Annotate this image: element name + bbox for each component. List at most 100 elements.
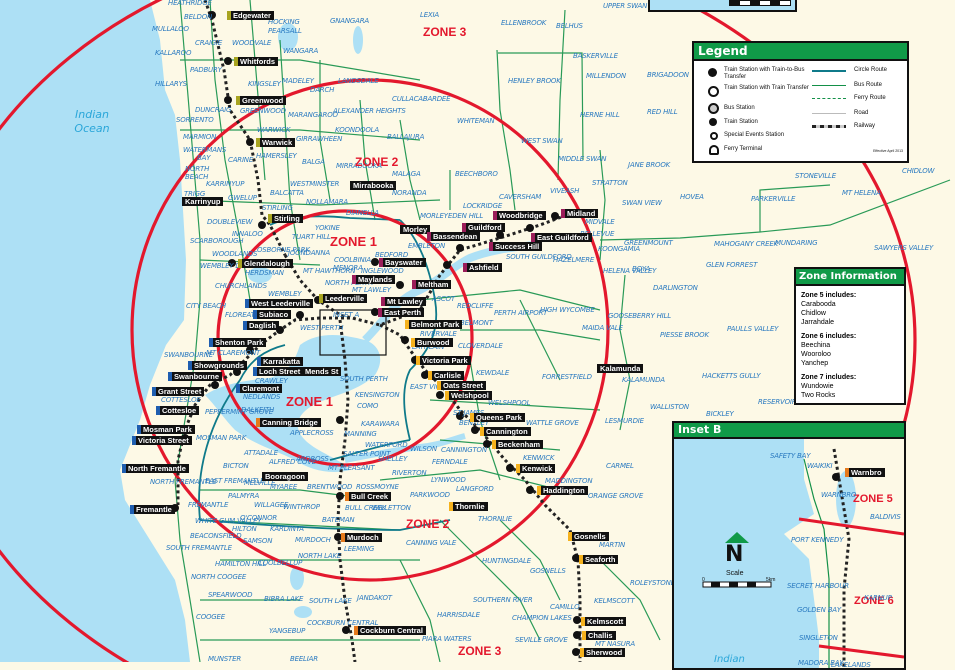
suburb-label: MADDINGTON	[545, 477, 593, 485]
station-label-queens-park[interactable]: Queens Park	[470, 413, 525, 422]
station-label-seaforth[interactable]: Seaforth	[579, 555, 619, 564]
suburb-label: PIESSE BROOK	[660, 331, 709, 339]
station-label-kelmscott[interactable]: Kelmscott	[581, 617, 627, 626]
suburb-label: WARNBRO	[821, 491, 857, 499]
suburb-label: WAIKIKI	[807, 462, 833, 470]
station-label-kenwick[interactable]: Kenwick	[516, 464, 556, 473]
station-warnbro[interactable]: Warnbro	[845, 468, 885, 477]
suburb-label: MIRRABOOKA	[336, 162, 382, 170]
suburb-label: ALEXANDER HEIGHTS	[333, 107, 406, 115]
suburb-label: WEMBLEY	[268, 290, 302, 298]
station-label-burwood[interactable]: Burwood	[411, 338, 453, 347]
station-label-booragoon[interactable]: Booragoon	[262, 472, 308, 481]
suburb-label: BATEMAN	[322, 516, 355, 524]
station-label-cockburn-central[interactable]: Cockburn Central	[354, 626, 426, 635]
station-label-whitfords[interactable]: Whitfords	[234, 57, 278, 66]
station-label-sherwood[interactable]: Sherwood	[580, 648, 626, 657]
station-label-woodbridge[interactable]: Woodbridge	[493, 211, 546, 220]
station-label-victoria-park[interactable]: Victoria Park	[416, 356, 471, 365]
station-label-east-guildford[interactable]: East Guildford	[531, 233, 592, 242]
station-label-canning-bridge[interactable]: Canning Bridge	[256, 418, 321, 427]
station-label-north-fremantle[interactable]: North Fremantle	[122, 464, 189, 473]
station-label-stirling[interactable]: Stirling	[268, 214, 303, 223]
station-label-gosnells[interactable]: Gosnells	[568, 532, 609, 541]
station-label-cottesloe[interactable]: Cottesloe	[156, 406, 200, 415]
suburb-label: PEPPERMINT GROVE	[205, 408, 274, 416]
station-label-meltham[interactable]: Meltham	[412, 280, 452, 289]
suburb-label: BALLAJURA	[387, 133, 425, 141]
station-label-morley[interactable]: Morley	[400, 225, 431, 234]
station-label-mirrabooka[interactable]: Mirrabooka	[350, 181, 397, 190]
station-label-thornlie[interactable]: Thornlie	[449, 502, 488, 511]
station-label-shenton-park[interactable]: Shenton Park	[209, 338, 267, 347]
suburb-label: RIVERVALE	[420, 330, 457, 338]
legend-item-label: Railway	[854, 123, 876, 129]
station-label-bayswater[interactable]: Bayswater	[379, 258, 426, 267]
suburb-label: ELLENBROOK	[501, 19, 547, 27]
station-label-karrakatta[interactable]: Karrakatta	[257, 357, 304, 366]
station-label-mt-lawley[interactable]: Mt Lawley	[381, 297, 426, 306]
station-label-mosman-park[interactable]: Mosman Park	[137, 425, 195, 434]
station-label-karrinyup[interactable]: Karrinyup	[182, 197, 224, 206]
train-station-icon	[709, 118, 717, 126]
suburb-label: CULLACABARDEE	[392, 95, 451, 103]
station-label-guildford[interactable]: Guildford	[462, 223, 505, 232]
station-label-claremont[interactable]: Claremont	[236, 384, 283, 393]
station-label-subiaco[interactable]: Subiaco	[253, 310, 292, 319]
station-label-challis[interactable]: Challis	[582, 631, 616, 640]
station-label-kalamunda[interactable]: Kalamunda	[597, 364, 644, 373]
station-label-murdoch[interactable]: Murdoch	[341, 533, 382, 542]
suburb-label: NORTH COOGEE	[191, 573, 247, 581]
station-label-daglish[interactable]: Daglish	[243, 321, 280, 330]
legend-item-label: Ferry Terminal	[724, 146, 763, 152]
station-label-loch-street[interactable]: Loch Street	[253, 367, 304, 376]
suburb-label: WARWICK	[257, 126, 291, 134]
suburb-label: LESMURDIE	[605, 417, 644, 425]
zone-info-title: Zone Information	[796, 269, 904, 286]
suburb-label: INSET A	[333, 311, 360, 319]
inset-b-title: Inset B	[674, 423, 904, 439]
station-label-welshpool[interactable]: Welshpool	[445, 391, 492, 400]
station-label-swanbourne[interactable]: Swanbourne	[168, 372, 223, 381]
station-label-fremantle[interactable]: Fremantle	[130, 505, 175, 514]
station-label-west-leederville[interactable]: West Leederville	[245, 299, 314, 308]
station-label-grant-street[interactable]: Grant Street	[152, 387, 205, 396]
station-label-east-perth[interactable]: East Perth	[378, 308, 425, 317]
suburb-label: MIDDLE SWAN	[558, 155, 607, 163]
suburb-label: ATTADALE	[244, 449, 278, 457]
station-label-glendalough[interactable]: Glendalough	[238, 259, 293, 268]
suburb-label: FREMANTLE	[188, 501, 229, 509]
station-label-leederville[interactable]: Leederville	[319, 294, 368, 303]
station-label-success-hill[interactable]: Success Hill	[489, 242, 543, 251]
station-label-greenwood[interactable]: Greenwood	[236, 96, 287, 105]
station-label-showgrounds[interactable]: Showgrounds	[188, 361, 247, 370]
station-label-cannington[interactable]: Cannington	[480, 427, 531, 436]
station-label-bassendean[interactable]: Bassendean	[427, 232, 481, 241]
suburb-label: PERTH AIRPORT	[494, 309, 548, 317]
suburb-label: BALGA	[302, 158, 325, 166]
suburb-label: BALCATTA	[270, 189, 304, 197]
station-label-oats-street[interactable]: Oats Street	[437, 381, 487, 390]
station-label-ashfield[interactable]: Ashfield	[463, 263, 502, 272]
station-label-haddington[interactable]: Haddington	[537, 486, 588, 495]
suburb-label: COOGEE	[196, 613, 225, 621]
train-bus-transfer-icon	[708, 68, 717, 77]
suburb-label: CAVERSHAM	[499, 193, 542, 201]
station-label-mends-st[interactable]: Mends St	[302, 367, 342, 376]
station-label-edgewater[interactable]: Edgewater	[227, 11, 274, 20]
suburb-label: ALFRED COVE	[269, 458, 317, 466]
station-label-midland[interactable]: Midland	[561, 209, 599, 218]
station-label-victoria-street[interactable]: Victoria Street	[132, 436, 192, 445]
ferry-terminal-icon	[709, 145, 719, 155]
suburb-label: NORTH LAKE	[298, 552, 342, 560]
station-label-bull-creek[interactable]: Bull Creek	[345, 492, 392, 501]
suburb-label: WILLAGEE	[254, 501, 289, 509]
station-label-beckenham[interactable]: Beckenham	[492, 440, 544, 449]
suburb-label: SALTER POINT	[343, 450, 391, 458]
station-label-belmont-park[interactable]: Belmont Park	[405, 320, 463, 329]
station-label-maylands[interactable]: Maylands	[352, 275, 396, 284]
legend-item-label: Bus Route	[854, 82, 883, 88]
station-label-warwick[interactable]: Warwick	[256, 138, 296, 147]
station-label-carlisle[interactable]: Carlisle	[428, 371, 465, 380]
